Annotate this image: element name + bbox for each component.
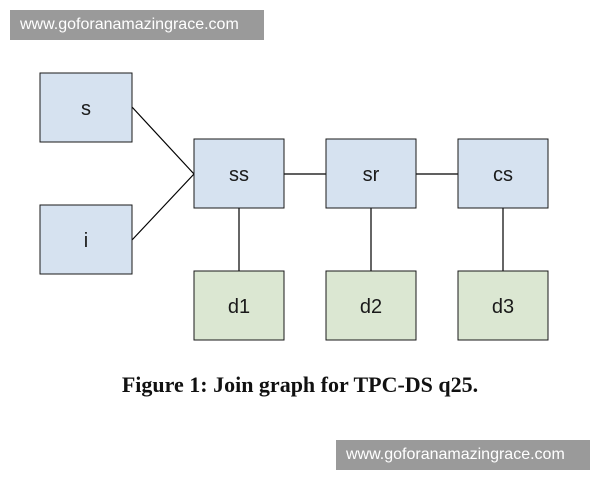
node-ss: ss — [193, 138, 285, 209]
node-d3-label: d3 — [492, 296, 514, 318]
node-d1-label: d1 — [228, 296, 250, 318]
watermark-bottom: www.goforanamazingrace.com — [336, 440, 590, 470]
node-s-label: s — [81, 98, 91, 120]
edge-s-ss — [131, 106, 195, 175]
join-graph-diagram: s i ss sr cs d1 d2 d3 — [39, 72, 549, 341]
node-sr: sr — [325, 138, 417, 209]
node-d1: d1 — [193, 270, 285, 341]
node-sr-label: sr — [363, 164, 380, 186]
node-ss-label: ss — [229, 164, 249, 186]
node-i: i — [39, 204, 133, 275]
node-d2: d2 — [325, 270, 417, 341]
node-cs-label: cs — [493, 164, 513, 186]
node-s: s — [39, 72, 133, 143]
node-d3: d3 — [457, 270, 549, 341]
edge-i-ss — [131, 173, 195, 241]
node-d2-label: d2 — [360, 296, 382, 318]
node-cs: cs — [457, 138, 549, 209]
node-i-label: i — [84, 230, 88, 252]
figure-caption: Figure 1: Join graph for TPC-DS q25. — [121, 372, 479, 397]
watermark-top: www.goforanamazingrace.com — [10, 10, 264, 40]
